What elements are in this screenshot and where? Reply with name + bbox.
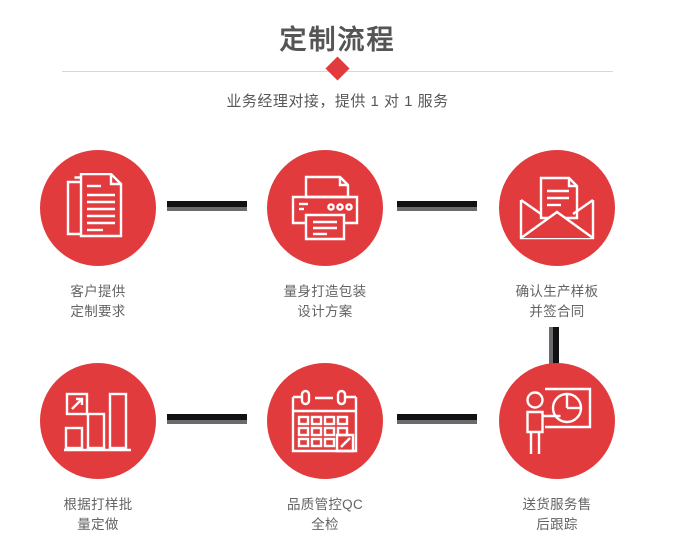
flow-step-4-circle: [40, 363, 156, 479]
envelope-document-icon: [519, 176, 595, 240]
flow-step-2-circle: [267, 150, 383, 266]
connector-bar-shadow: [397, 207, 477, 211]
flow-step-6-caption: 送货服务售 后跟踪: [477, 495, 637, 535]
caption-line: 品质管控QC: [286, 497, 364, 512]
flow-step-5[interactable]: 品质管控QC 全检: [245, 363, 405, 535]
flow-step-3-circle: [499, 150, 615, 266]
flow-step-5-circle: [267, 363, 383, 479]
caption-line: 并签合同: [529, 304, 585, 319]
flow-step-1-circle: [40, 150, 156, 266]
connector-bar-shadow: [549, 327, 553, 364]
page-header: 定制流程 业务经理对接，提供 1 对 1 服务: [0, 0, 675, 120]
connector-step3-step6: [549, 327, 559, 364]
caption-line: 送货服务售: [522, 497, 592, 512]
page-title: 定制流程: [279, 25, 396, 55]
documents-stack-icon: [65, 173, 131, 243]
calendar-icon: [289, 389, 361, 453]
connector-bar-shadow: [167, 420, 247, 424]
caption-line: 后跟踪: [536, 517, 578, 532]
flow-step-2-caption: 量身打造包装 设计方案: [245, 282, 405, 322]
presenter-chart-icon: [521, 386, 593, 456]
process-flow-diagram: 客户提供 定制要求: [0, 120, 675, 550]
caption-line: 设计方案: [297, 304, 353, 319]
diamond-marker-icon: [325, 56, 350, 81]
printer-icon: [289, 175, 361, 241]
caption-line: 客户提供: [70, 284, 126, 299]
connector-bar-dark: [167, 201, 247, 207]
connector-bar-shadow: [397, 420, 477, 424]
connector-bar-dark: [553, 327, 559, 364]
flow-step-4[interactable]: 根据打样批 量定做: [18, 363, 178, 535]
flow-step-5-caption: 品质管控QC 全检: [245, 495, 405, 535]
caption-line: 定制要求: [70, 304, 126, 319]
caption-line: 量定做: [77, 517, 119, 532]
flow-step-4-caption: 根据打样批 量定做: [18, 495, 178, 535]
connector-step5-step6: [397, 414, 477, 424]
flow-step-6[interactable]: 送货服务售 后跟踪: [477, 363, 637, 535]
flow-step-2[interactable]: 量身打造包装 设计方案: [245, 150, 405, 322]
caption-line: 量身打造包装: [283, 284, 367, 299]
flow-step-1-caption: 客户提供 定制要求: [18, 282, 178, 322]
connector-bar-shadow: [167, 207, 247, 211]
connector-step4-step5: [167, 414, 247, 424]
connector-step1-step2: [167, 201, 247, 211]
flow-step-1[interactable]: 客户提供 定制要求: [18, 150, 178, 322]
connector-bar-dark: [397, 201, 477, 207]
page-subtitle: 业务经理对接，提供 1 对 1 服务: [226, 93, 449, 110]
caption-line: 确认生产样板: [515, 284, 599, 299]
caption-line: 根据打样批: [63, 497, 133, 512]
flow-step-3[interactable]: 确认生产样板 并签合同: [477, 150, 637, 322]
bar-chart-growth-icon: [63, 388, 133, 454]
connector-bar-dark: [397, 414, 477, 420]
connector-bar-dark: [167, 414, 247, 420]
connector-step2-step3: [397, 201, 477, 211]
flow-step-6-circle: [499, 363, 615, 479]
caption-line: 全检: [311, 517, 339, 532]
flow-step-3-caption: 确认生产样板 并签合同: [477, 282, 637, 322]
